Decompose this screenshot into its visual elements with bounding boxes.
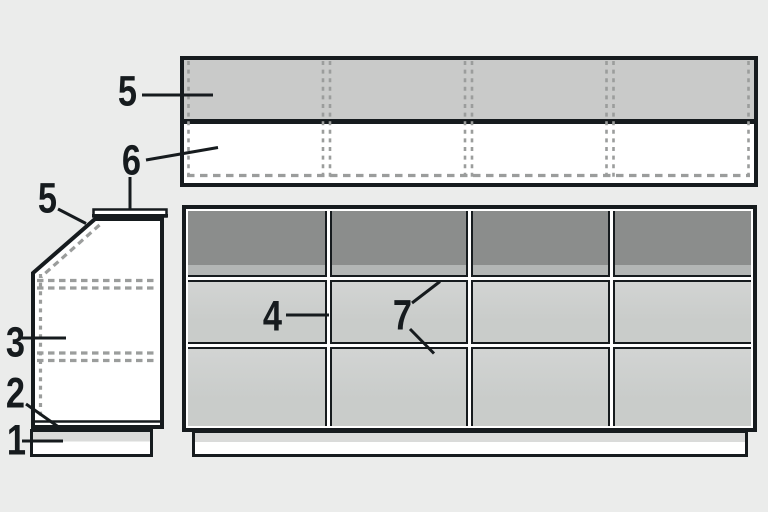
compartment-top-4 [612, 211, 751, 277]
callout-7-shelves: 7 [392, 291, 412, 340]
callout-5-top-panel: 5 [117, 67, 137, 116]
side-view-top-cap [92, 208, 168, 218]
compartment-mid-1 [188, 280, 327, 344]
compartment-top-2 [329, 211, 468, 277]
compartment-top-1 [188, 211, 327, 277]
callout-4-divider: 4 [262, 292, 282, 341]
callout-3-side-panel: 3 [5, 318, 25, 367]
cabinet-front-view [182, 205, 757, 432]
compartment-mid-3 [471, 280, 610, 344]
side-panel-hidden-edge-lines [37, 223, 158, 419]
callout-2-bottom-panel: 2 [5, 369, 25, 418]
side-panel-view [31, 217, 164, 429]
callout-1-plinth: 1 [6, 416, 26, 465]
callout-5-side-panel: 5 [37, 174, 57, 223]
compartment-mid-2 [329, 280, 468, 344]
cabinet-compartment-grid [186, 209, 753, 428]
compartment-bottom-4 [612, 347, 751, 426]
top-panel-plan-view [180, 56, 758, 187]
side-view-plinth-base [30, 429, 153, 457]
top-panel-white-band [184, 124, 754, 183]
top-panel-divider-line [184, 119, 754, 124]
compartment-mid-4 [612, 280, 751, 344]
cabinet-plinth-base [192, 430, 748, 457]
compartment-bottom-3 [471, 347, 610, 426]
top-panel-gray-band [184, 60, 754, 119]
compartment-top-3 [471, 211, 610, 277]
compartment-bottom-2 [329, 347, 468, 426]
callout-6-top-panel: 6 [121, 136, 141, 185]
compartment-bottom-1 [188, 347, 327, 426]
